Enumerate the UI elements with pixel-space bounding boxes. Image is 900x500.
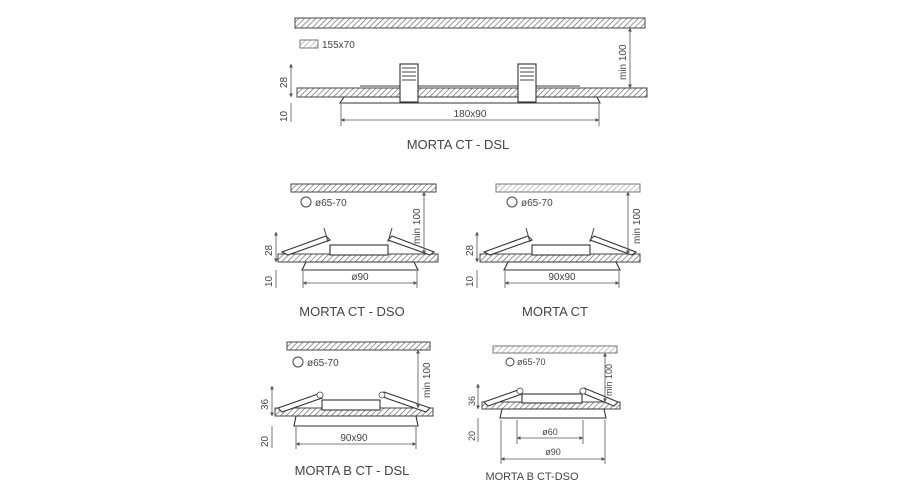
drawing-morta-ct-dso: ø65-70 min 100 28 10 ø90 MORTA CT - DSO [264, 183, 439, 319]
drawing-morta-ct-dsl: 155x70 min 100 28 10 180x90 MORTA CT - D… [279, 17, 648, 152]
fixture-body [521, 393, 583, 404]
drawing-title: MORTA CT [522, 304, 588, 319]
height-bottom-label: 20 [467, 431, 477, 441]
height-top-label: 36 [467, 396, 477, 406]
fixture-trim-plate [499, 408, 607, 419]
round-cutout-icon [300, 196, 312, 208]
width-label: 180x90 [454, 109, 487, 120]
ceiling-label: min 100 [412, 208, 423, 244]
inner-width-label: ø60 [542, 427, 558, 437]
height-bottom-label: 20 [260, 435, 271, 447]
spring-right [386, 235, 436, 256]
fixture-body [329, 244, 389, 256]
spring-right [588, 235, 638, 256]
width-label: ø90 [351, 272, 369, 283]
height-top-label: 36 [260, 398, 271, 410]
height-top-label: 28 [264, 244, 275, 256]
drawing-morta-ct: ø65-70 min 100 28 10 90x90 MORTA CT [465, 183, 643, 319]
spring-left [276, 393, 324, 413]
fixture-body [531, 244, 591, 256]
ceiling-label: min 100 [604, 364, 614, 396]
width-label: ø90 [545, 447, 561, 457]
drawing-title: MORTA B CT-DSO [485, 471, 579, 483]
ceiling-slab [294, 17, 646, 29]
drawing-morta-b-ct-dso: ø65-70 min 100 36 20 ø60 ø90 MORTA B CT-… [467, 345, 621, 483]
fixture-trim-plate [301, 261, 419, 271]
round-cutout-icon [505, 357, 515, 367]
ceiling-board [296, 87, 648, 98]
drawing-title: MORTA B CT - DSL [295, 463, 410, 478]
cutout-label: ø65-70 [315, 198, 347, 209]
height-top-label: 28 [465, 244, 476, 256]
spring-left [399, 63, 419, 103]
rectangle-cutout-icon [299, 39, 319, 49]
ceiling-slab [492, 345, 618, 354]
round-cutout-icon [292, 356, 304, 368]
cutout-label: ø65-70 [307, 358, 339, 369]
spring-left [482, 235, 534, 256]
ceiling-label: min 100 [632, 208, 643, 244]
ceiling-slab [495, 183, 641, 193]
height-bottom-label: 10 [264, 275, 275, 287]
ceiling-label: min 100 [422, 362, 433, 398]
height-bottom-label: 10 [465, 275, 476, 287]
ceiling-slab [290, 183, 437, 193]
drawing-title: MORTA CT - DSL [407, 137, 510, 152]
round-cutout-icon [506, 196, 518, 208]
ceiling-label: min 100 [618, 44, 629, 80]
fixture-trim-plate [293, 415, 419, 427]
height-top-label: 28 [279, 76, 290, 88]
spring-right [517, 63, 537, 103]
ceiling-slab [286, 341, 431, 351]
fixture-body [321, 399, 381, 411]
spring-left [280, 235, 332, 256]
fixture-trim-plate [503, 261, 621, 271]
drawing-morta-b-ct-dsl: ø65-70 min 100 36 20 90x90 MORTA B CT - … [260, 341, 434, 478]
fixture-trim-plate [338, 96, 601, 104]
width-label: 90x90 [548, 272, 576, 283]
cutout-label: ø65-70 [517, 357, 546, 367]
width-label: 90x90 [340, 433, 368, 444]
cutout-label: ø65-70 [521, 198, 553, 209]
height-bottom-label: 10 [279, 110, 290, 122]
spring-left [482, 389, 524, 407]
cutout-label: 155x70 [322, 40, 355, 51]
drawing-title: MORTA CT - DSO [299, 304, 404, 319]
